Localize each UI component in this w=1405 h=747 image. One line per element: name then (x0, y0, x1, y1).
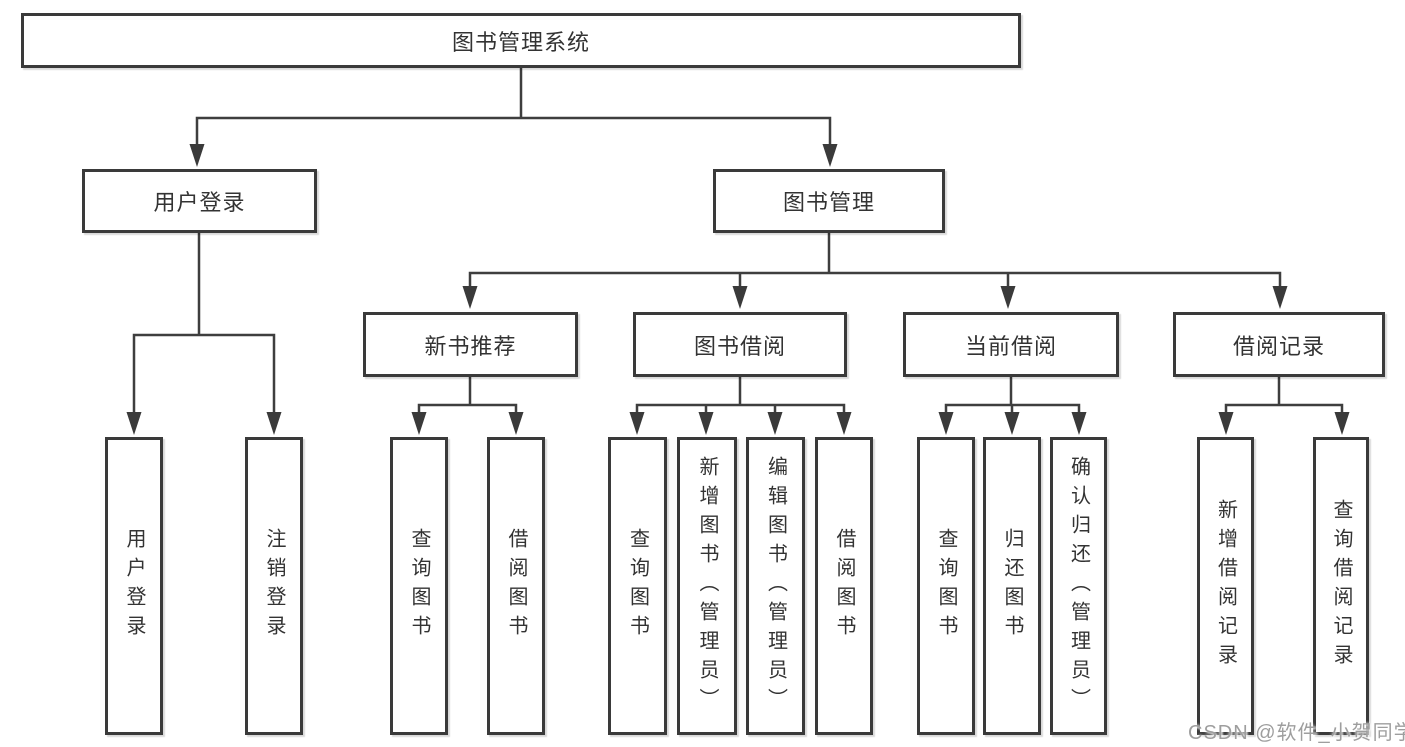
node-borrowing-records: 借阅记录 (1173, 312, 1385, 377)
node-label: 注销登录 (263, 528, 285, 644)
node-label: 借阅记录 (1232, 333, 1325, 359)
leaf-return-books: 归还图书 (983, 437, 1041, 735)
leaf-query-books-recommend: 查询图书 (390, 437, 448, 735)
node-book-management: 图书管理 (713, 169, 945, 233)
node-label: 新书推荐 (424, 333, 517, 359)
leaf-query-borrow-record: 查询借阅记录 (1313, 437, 1369, 735)
node-label: 用户登录 (123, 528, 145, 644)
node-library-management-system: 图书管理系统 (21, 13, 1021, 68)
node-book-borrowing: 图书借阅 (633, 312, 847, 377)
leaf-borrow-books-recommend: 借阅图书 (487, 437, 545, 735)
node-label: 图书管理系统 (451, 29, 590, 55)
node-label: 查询图书 (408, 528, 430, 644)
node-new-book-recommendation: 新书推荐 (363, 312, 578, 377)
leaf-edit-book-admin: 编辑图书（管理员） (746, 437, 805, 735)
node-label: 编辑图书（管理员） (764, 455, 787, 717)
connector-lines (132, 68, 1344, 414)
node-label: 借阅图书 (505, 528, 527, 644)
node-label: 借阅图书 (833, 528, 855, 644)
node-label: 新增图书（管理员） (696, 455, 718, 717)
node-label: 当前借阅 (964, 333, 1057, 359)
node-label: 确认归还（管理员） (1067, 455, 1090, 717)
leaf-logout: 注销登录 (245, 437, 303, 735)
node-label: 图书管理 (782, 190, 875, 215)
node-label: 查询图书 (935, 528, 957, 644)
leaf-borrow-books-borrowing: 借阅图书 (815, 437, 873, 735)
arrow-down-icons (126, 144, 1350, 435)
leaf-user-login: 用户登录 (105, 437, 163, 735)
node-label: 查询图书 (626, 528, 649, 644)
leaf-query-books-borrowing: 查询图书 (608, 437, 667, 735)
leaf-confirm-return-admin: 确认归还（管理员） (1050, 437, 1107, 735)
node-current-borrowing: 当前借阅 (903, 312, 1119, 377)
node-label: 新增借阅记录 (1214, 499, 1237, 673)
leaf-add-book-admin: 新增图书（管理员） (677, 437, 737, 735)
node-label: 用户登录 (153, 190, 246, 215)
leaf-add-borrow-record: 新增借阅记录 (1197, 437, 1254, 735)
node-label: 图书借阅 (693, 333, 786, 359)
node-label: 查询借阅记录 (1330, 499, 1352, 673)
leaf-query-books-current: 查询图书 (917, 437, 975, 735)
node-user-login: 用户登录 (82, 169, 317, 233)
csdn-watermark: CSDN @软件_小贺同学 (1188, 722, 1405, 744)
node-label: 归还图书 (1001, 528, 1023, 644)
